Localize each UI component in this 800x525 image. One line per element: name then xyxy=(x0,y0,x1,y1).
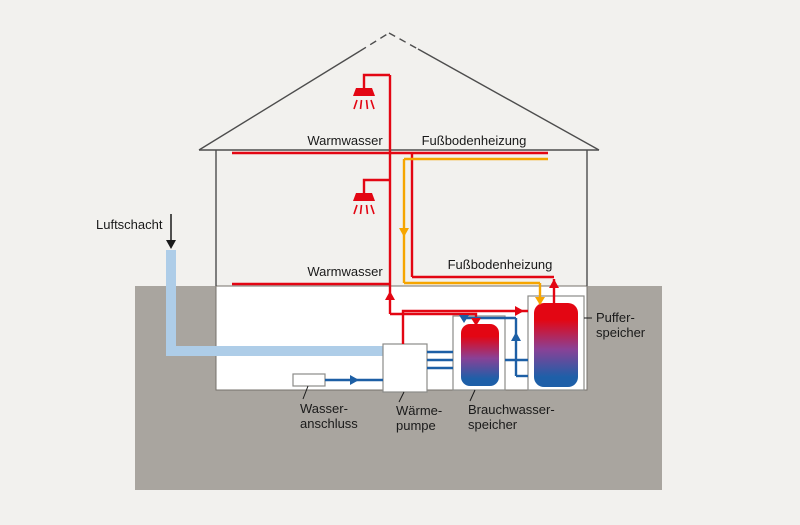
arrow-hot-into-dhw-icon xyxy=(471,318,481,326)
fussbodenheizung-upper-label: Fußbodenheizung xyxy=(422,133,527,148)
wasseranschluss-label-line2: anschluss xyxy=(300,416,358,431)
arrow-hot-into-buffer-icon xyxy=(515,306,524,316)
arrow-mains-icon xyxy=(350,375,359,385)
arrow-hot-riser-icon xyxy=(385,291,395,300)
pufferspeicher-label-line1: Puffer- xyxy=(596,310,635,325)
waermepumpe-label-line2: pumpe xyxy=(396,418,436,433)
text-labels: Luftschacht Warmwasser Fußbodenheizung W… xyxy=(96,133,646,433)
upper-shower-branch xyxy=(362,73,390,88)
arrow-hot-up-supply-icon xyxy=(549,279,559,288)
buffer-tank xyxy=(534,303,578,387)
warmwasser-upper-label: Warmwasser xyxy=(307,133,383,148)
heat-pump-label-line xyxy=(398,391,405,403)
air-shaft-duct xyxy=(166,250,383,356)
brauchwasserspeicher-label-line2: speicher xyxy=(468,417,518,432)
roof-left xyxy=(198,50,361,151)
arrow-cold-into-dhw-icon xyxy=(459,315,469,323)
heatpump-to-buffer xyxy=(401,309,528,344)
roof-apex-right-dashed xyxy=(388,32,419,50)
wasseranschluss-label-line1: Wasser- xyxy=(300,401,348,416)
floor-heating-pipes xyxy=(402,157,548,304)
roof-right xyxy=(417,48,600,151)
heat-pump-box xyxy=(382,343,428,393)
shower-head-icon xyxy=(353,88,375,96)
water-connection-label-line xyxy=(302,385,309,400)
fussbodenheizung-ground-label: Fußbodenheizung xyxy=(448,257,553,272)
ground-shower xyxy=(353,193,375,215)
air-intake-arrow-icon xyxy=(166,240,176,249)
shower-spray-icon xyxy=(353,99,375,110)
shower-head-icon xyxy=(353,193,375,201)
luftschacht-label: Luftschacht xyxy=(96,217,163,232)
ground-shower-branch xyxy=(362,178,390,193)
shower-spray-icon xyxy=(353,204,375,215)
waermepumpe-label-line1: Wärme- xyxy=(396,403,442,418)
water-connection-box xyxy=(292,373,326,387)
dhw-tank xyxy=(461,324,499,386)
roof-apex-left-dashed xyxy=(359,32,390,52)
brauchwasserspeicher-label-line1: Brauchwasser- xyxy=(468,402,555,417)
pufferspeicher-label-line2: speicher xyxy=(596,325,646,340)
upper-shower xyxy=(353,88,375,110)
label-pointers xyxy=(302,317,592,403)
arrow-cold-up-icon xyxy=(511,332,521,341)
flow-arrows xyxy=(350,228,559,385)
hot-water-pipes xyxy=(232,73,556,344)
arrow-return-down-icon xyxy=(535,297,545,305)
dhw-label-line xyxy=(469,389,476,402)
house-outline xyxy=(198,32,600,286)
warmwasser-ground-label: Warmwasser xyxy=(307,264,383,279)
arrow-return-riser-icon xyxy=(399,228,409,237)
